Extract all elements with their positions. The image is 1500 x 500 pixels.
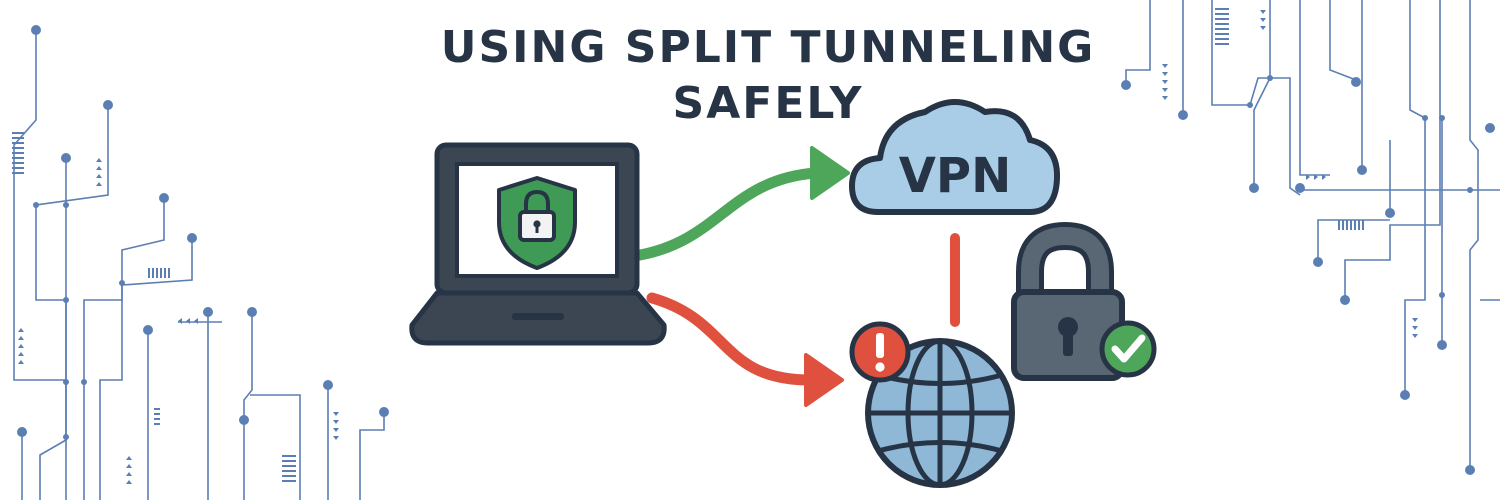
circuit-decoration-left bbox=[13, 30, 385, 500]
circuit-chips-left bbox=[12, 132, 296, 482]
circuit-arrows-left bbox=[18, 158, 339, 484]
circuit-nodes-left bbox=[17, 25, 389, 440]
unsafe-tunnel-arrow bbox=[646, 292, 844, 407]
exclamation-alert-icon bbox=[849, 321, 911, 383]
shield-lock-icon bbox=[497, 176, 577, 270]
vpn-label: VPN bbox=[899, 148, 1012, 204]
circuit-arrows-right bbox=[1162, 10, 1418, 338]
checkmark-icon bbox=[1099, 320, 1157, 378]
cloud-icon bbox=[849, 99, 1061, 215]
circuit-chips-right bbox=[1215, 8, 1364, 230]
safe-tunnel-arrow bbox=[634, 146, 850, 261]
circuit-decoration-right bbox=[1125, 0, 1500, 470]
globe-icon bbox=[865, 338, 1015, 488]
circuit-nodes-right bbox=[1121, 75, 1495, 475]
title-line-2: SAFELY bbox=[673, 78, 864, 129]
padlock-icon bbox=[1011, 221, 1125, 381]
title-line-1: USING SPLIT TUNNELING bbox=[441, 22, 1096, 73]
